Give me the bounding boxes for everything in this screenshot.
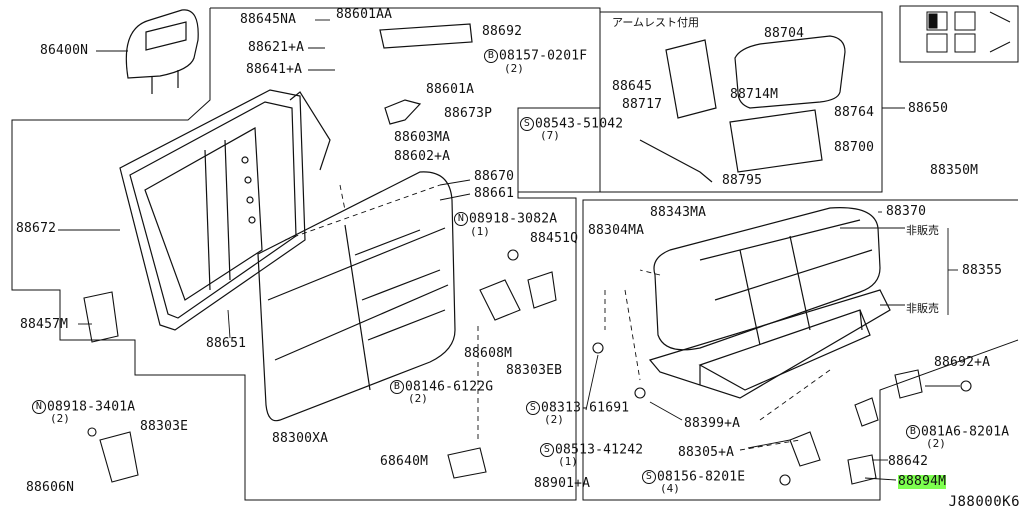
qty-08313: (2) — [544, 413, 564, 426]
label-68640m: 68640M — [380, 454, 429, 469]
qty-081a6: (2) — [926, 437, 946, 450]
label-88305a: 88305+A — [678, 445, 735, 460]
label-88642: 88642 — [888, 454, 929, 469]
frame-88350m — [582, 199, 1019, 501]
circle-n-icon: N — [32, 400, 46, 414]
label-88355: 88355 — [962, 263, 1003, 278]
label-88714m: 88714M — [730, 87, 779, 102]
label-88304ma: 88304MA — [588, 223, 645, 238]
qty-08146: (2) — [408, 392, 428, 405]
label-88451q: 88451Q — [530, 231, 579, 246]
qty-08156: (4) — [660, 482, 680, 495]
label-88300xa: 88300XA — [272, 431, 329, 446]
seatback-cushion — [257, 171, 456, 422]
label-88661: 88661 — [474, 186, 515, 201]
part-08918-3401a: 08918-3401A — [47, 399, 136, 415]
headrest-86400n — [125, 9, 199, 94]
label-88621a: 88621+A — [248, 40, 305, 55]
label-88651: 88651 — [206, 336, 247, 351]
label-88303e: 88303E — [140, 419, 189, 434]
label-88641a: 88641+A — [246, 62, 303, 77]
label-88601a: 88601A — [426, 82, 475, 97]
label-88645: 88645 — [612, 79, 653, 94]
label-88717: 88717 — [622, 97, 663, 112]
circle-b-icon: B — [484, 49, 498, 63]
qty-08157: (2) — [504, 62, 524, 75]
seat-cushion — [648, 207, 891, 399]
label-88303eb: 88303EB — [506, 363, 563, 378]
label-not-for-sale-2: 非販売 — [906, 302, 939, 315]
part-08313-61691: 08313-61691 — [541, 400, 630, 416]
label-88670: 88670 — [474, 169, 515, 184]
circle-b-icon: B — [390, 380, 404, 394]
label-88692: 88692 — [482, 24, 523, 39]
label-88457m: 88457M — [20, 317, 69, 332]
label-88603ma: 88603MA — [394, 130, 451, 145]
label-88399a: 88399+A — [684, 416, 741, 431]
seatback-frame — [119, 89, 331, 331]
label-88650: 88650 — [908, 101, 949, 116]
diagram-code: J88000K6 — [948, 494, 1020, 510]
label-88704: 88704 — [764, 26, 805, 41]
label-not-for-sale-1: 非販売 — [906, 224, 939, 237]
label-88350m: 88350M — [930, 163, 979, 178]
dashed-guides — [284, 184, 831, 451]
armrest-parts — [379, 23, 846, 183]
label-88894m-highlighted[interactable]: 88894M — [898, 474, 947, 489]
label-88645na: 88645NA — [240, 12, 297, 27]
label-88606n: 88606N — [26, 480, 75, 495]
part-08146-6122g: 08146-6122G — [405, 379, 494, 395]
label-88692a: 88692+A — [934, 355, 991, 370]
leader-lines — [58, 19, 960, 481]
part-08918-3082a: 08918-3082A — [469, 211, 558, 227]
qty-08918-3082a: (1) — [470, 225, 490, 238]
label-88901a: 88901+A — [534, 476, 591, 491]
part-08157-0201f: 08157-0201F — [499, 48, 588, 64]
label-88673p: 88673P — [444, 106, 493, 121]
misc-hardware — [83, 249, 972, 486]
label-88608m: 88608M — [464, 346, 513, 361]
label-88672: 88672 — [16, 221, 57, 236]
label-88764: 88764 — [834, 105, 875, 120]
label-armrest-note: アームレスト付用 — [612, 16, 700, 29]
circle-b-icon: B — [906, 425, 920, 439]
label-88700: 88700 — [834, 140, 875, 155]
circle-s-icon: S — [540, 443, 554, 457]
part-081a6-8201a: 081A6-8201A — [921, 424, 1010, 440]
part-08156-8201e: 08156-8201E — [657, 469, 746, 485]
label-86400n: 86400N — [40, 43, 89, 58]
frame-armrest-inner — [517, 107, 882, 193]
frame-left-assembly — [11, 7, 601, 501]
label-88795: 88795 — [722, 173, 763, 188]
qty-08543: (7) — [540, 129, 560, 142]
label-88343ma: 88343MA — [650, 205, 707, 220]
vehicle-position-icon — [899, 5, 1019, 63]
circle-s-icon: S — [642, 470, 656, 484]
label-88370: 88370 — [886, 204, 927, 219]
label-88602a: 88602+A — [394, 149, 451, 164]
qty-08513: (1) — [558, 455, 578, 468]
label-88601aa: 88601AA — [336, 7, 393, 22]
circle-s-icon: S — [526, 401, 540, 415]
part-08513-41242: 08513-41242 — [555, 442, 644, 458]
qty-08918-3401a: (2) — [50, 412, 70, 425]
part-08543-51042: 08543-51042 — [535, 116, 624, 132]
circle-s-icon: S — [520, 117, 534, 131]
circle-n-icon: N — [454, 212, 468, 226]
